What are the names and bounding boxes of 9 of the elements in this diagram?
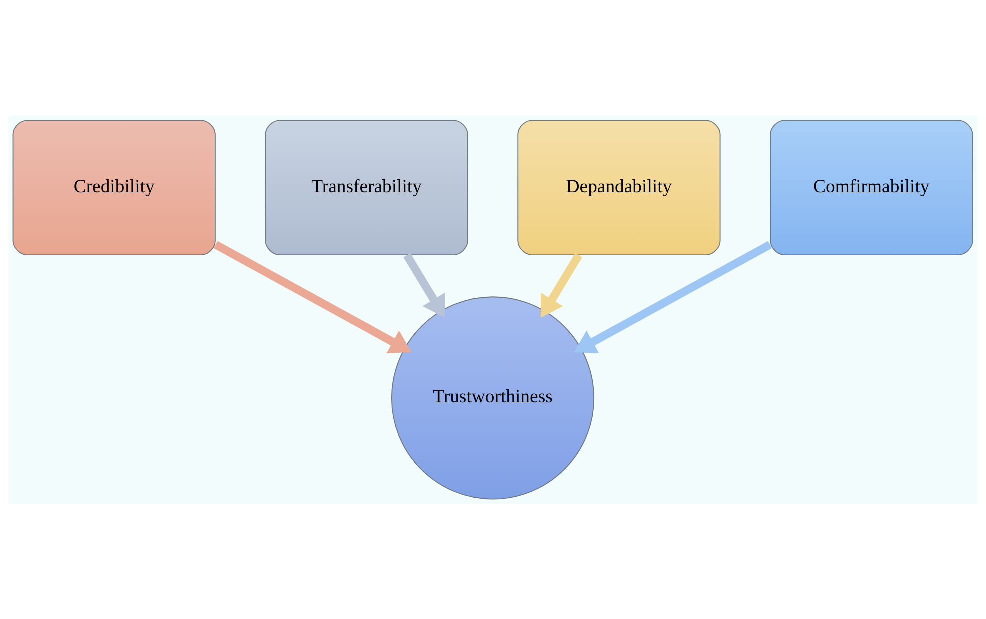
node-box: Depandability: [518, 120, 721, 256]
arrow: [540, 252, 582, 318]
arrow: [574, 240, 772, 354]
arrow: [214, 240, 412, 354]
node-box: Transferability: [265, 120, 468, 256]
node-circle: Trustworthiness: [391, 296, 595, 500]
node-box: Comfirmability: [770, 120, 974, 256]
arrow: [404, 252, 446, 318]
node-box: Credibility: [12, 120, 216, 256]
